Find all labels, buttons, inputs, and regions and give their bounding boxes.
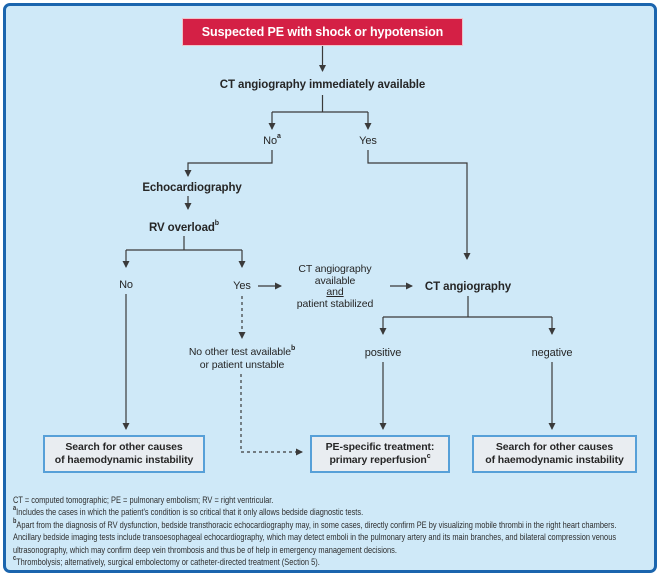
node-no-top: Noa bbox=[263, 133, 281, 147]
superscript-a: a bbox=[277, 133, 281, 141]
footnotes: CT = computed tomographic; PE = pulmonar… bbox=[13, 494, 640, 568]
outcome-box-search-left: Search for other causes of haemodynamic … bbox=[43, 435, 205, 473]
node-positive: positive bbox=[364, 347, 402, 359]
node-no-other-test: No other test availableb or patient unst… bbox=[188, 344, 296, 371]
node-ct-available-stabilized: CT angiography available and patient sta… bbox=[296, 263, 374, 310]
figure-panel bbox=[3, 3, 657, 573]
outcome-box-pe-treatment: PE-specific treatment: primary reperfusi… bbox=[310, 435, 450, 473]
footnote-a: aIncludes the cases in which the patient… bbox=[13, 505, 364, 518]
footnote-b: bApart from the diagnosis of RV dysfunct… bbox=[13, 517, 617, 555]
node-echocardiography: Echocardiography bbox=[142, 182, 242, 194]
node-ct-immediately-available: CT angiography immediately available bbox=[219, 79, 426, 91]
node-yes-mid: Yes bbox=[233, 280, 251, 292]
superscript-b: b bbox=[214, 220, 219, 228]
superscript-b: b bbox=[13, 517, 17, 525]
footnote-c: cThrombolysis; alternatively, surgical e… bbox=[13, 554, 320, 568]
node-yes-top: Yes bbox=[359, 135, 377, 147]
superscript-c: c bbox=[426, 452, 431, 460]
footnote-abbreviations: CT = computed tomographic; PE = pulmonar… bbox=[13, 495, 274, 505]
title-box: Suspected PE with shock or hypotension bbox=[182, 18, 463, 46]
node-ct-angiography: CT angiography bbox=[424, 281, 512, 293]
node-no-left: No bbox=[119, 279, 133, 291]
superscript-a: a bbox=[13, 505, 17, 513]
outcome-box-search-right: Search for other causes of haemodynamic … bbox=[472, 435, 637, 473]
title-text: Suspected PE with shock or hypotension bbox=[201, 25, 444, 39]
node-negative: negative bbox=[531, 347, 573, 359]
superscript-c: c bbox=[13, 554, 17, 562]
node-rv-overload: RV overloadb bbox=[149, 220, 219, 234]
superscript-b: b bbox=[291, 344, 296, 352]
